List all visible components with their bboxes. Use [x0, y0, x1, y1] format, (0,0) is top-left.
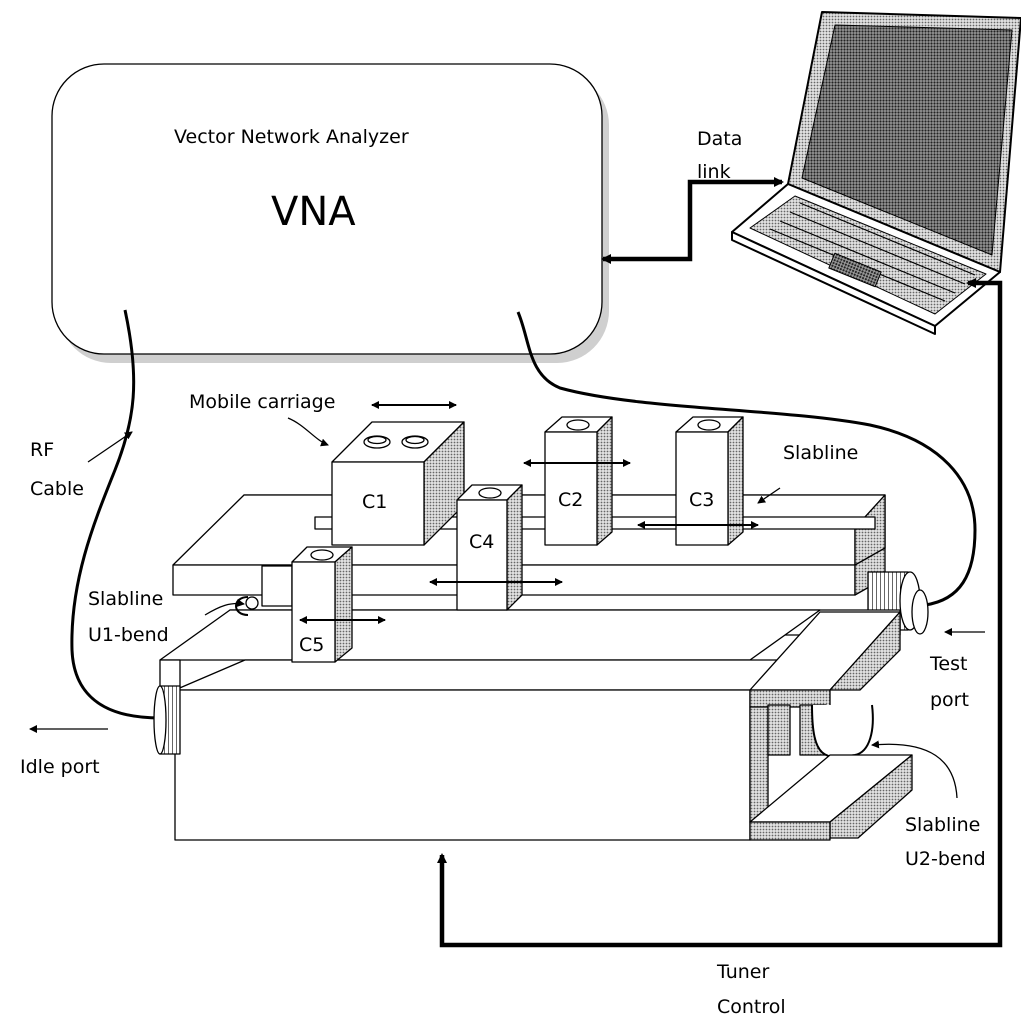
carriage-c1-label: C1 — [362, 491, 388, 513]
label-test-port-line2: port — [930, 689, 969, 711]
u1-bend — [235, 596, 249, 616]
carriage-c4-label: C4 — [469, 531, 495, 553]
carriage-c1 — [331, 421, 465, 546]
label-pointers — [29, 417, 985, 799]
label-tuner-control-line1: Tuner — [717, 961, 770, 983]
carriage-c3-label: C3 — [689, 489, 715, 511]
label-slabline-u1-line1: Slabline — [88, 588, 164, 610]
label-rf-line2: Cable — [30, 478, 84, 500]
pointer-mobile-carriage — [287, 417, 329, 447]
pointer-slabline — [757, 487, 781, 504]
label-mobile-carriage: Mobile carriage — [189, 391, 336, 413]
motion-arrows — [299, 401, 759, 624]
pointer-slabline-u1 — [204, 599, 245, 616]
pointer-slabline-u2 — [871, 740, 958, 799]
label-idle-port: Idle port — [20, 756, 100, 778]
label-slabline-u2-line1: Slabline — [905, 814, 981, 836]
pointer-rf-cable — [87, 431, 133, 463]
carriage-c5-label: C5 — [299, 634, 325, 656]
carriage-c5 — [291, 546, 353, 663]
label-tuner-control-line2: Control — [717, 996, 786, 1018]
rf-cable-left — [70, 309, 161, 720]
label-data-link-line2: link — [697, 161, 731, 183]
vna-abbr: VNA — [271, 189, 356, 235]
carriage-c2-label: C2 — [558, 489, 584, 511]
label-rf-line1: RF — [30, 439, 55, 461]
carriage-c2 — [544, 416, 613, 546]
label-slabline-u2-line2: U2-bend — [905, 848, 986, 870]
laptop-icon — [731, 11, 1021, 335]
data-link-line — [601, 177, 784, 264]
label-slabline-u1-line2: U1-bend — [88, 624, 169, 646]
label-slabline: Slabline — [783, 442, 859, 464]
vna-title: Vector Network Analyzer — [174, 126, 409, 148]
label-data-link-line1: Data — [697, 128, 743, 150]
tuner-control-line — [437, 278, 1003, 948]
idle-port-connector — [153, 685, 181, 755]
label-test-port-line1: Test — [930, 653, 968, 675]
tuner-assembly — [153, 416, 929, 841]
u2-bend — [811, 704, 874, 758]
